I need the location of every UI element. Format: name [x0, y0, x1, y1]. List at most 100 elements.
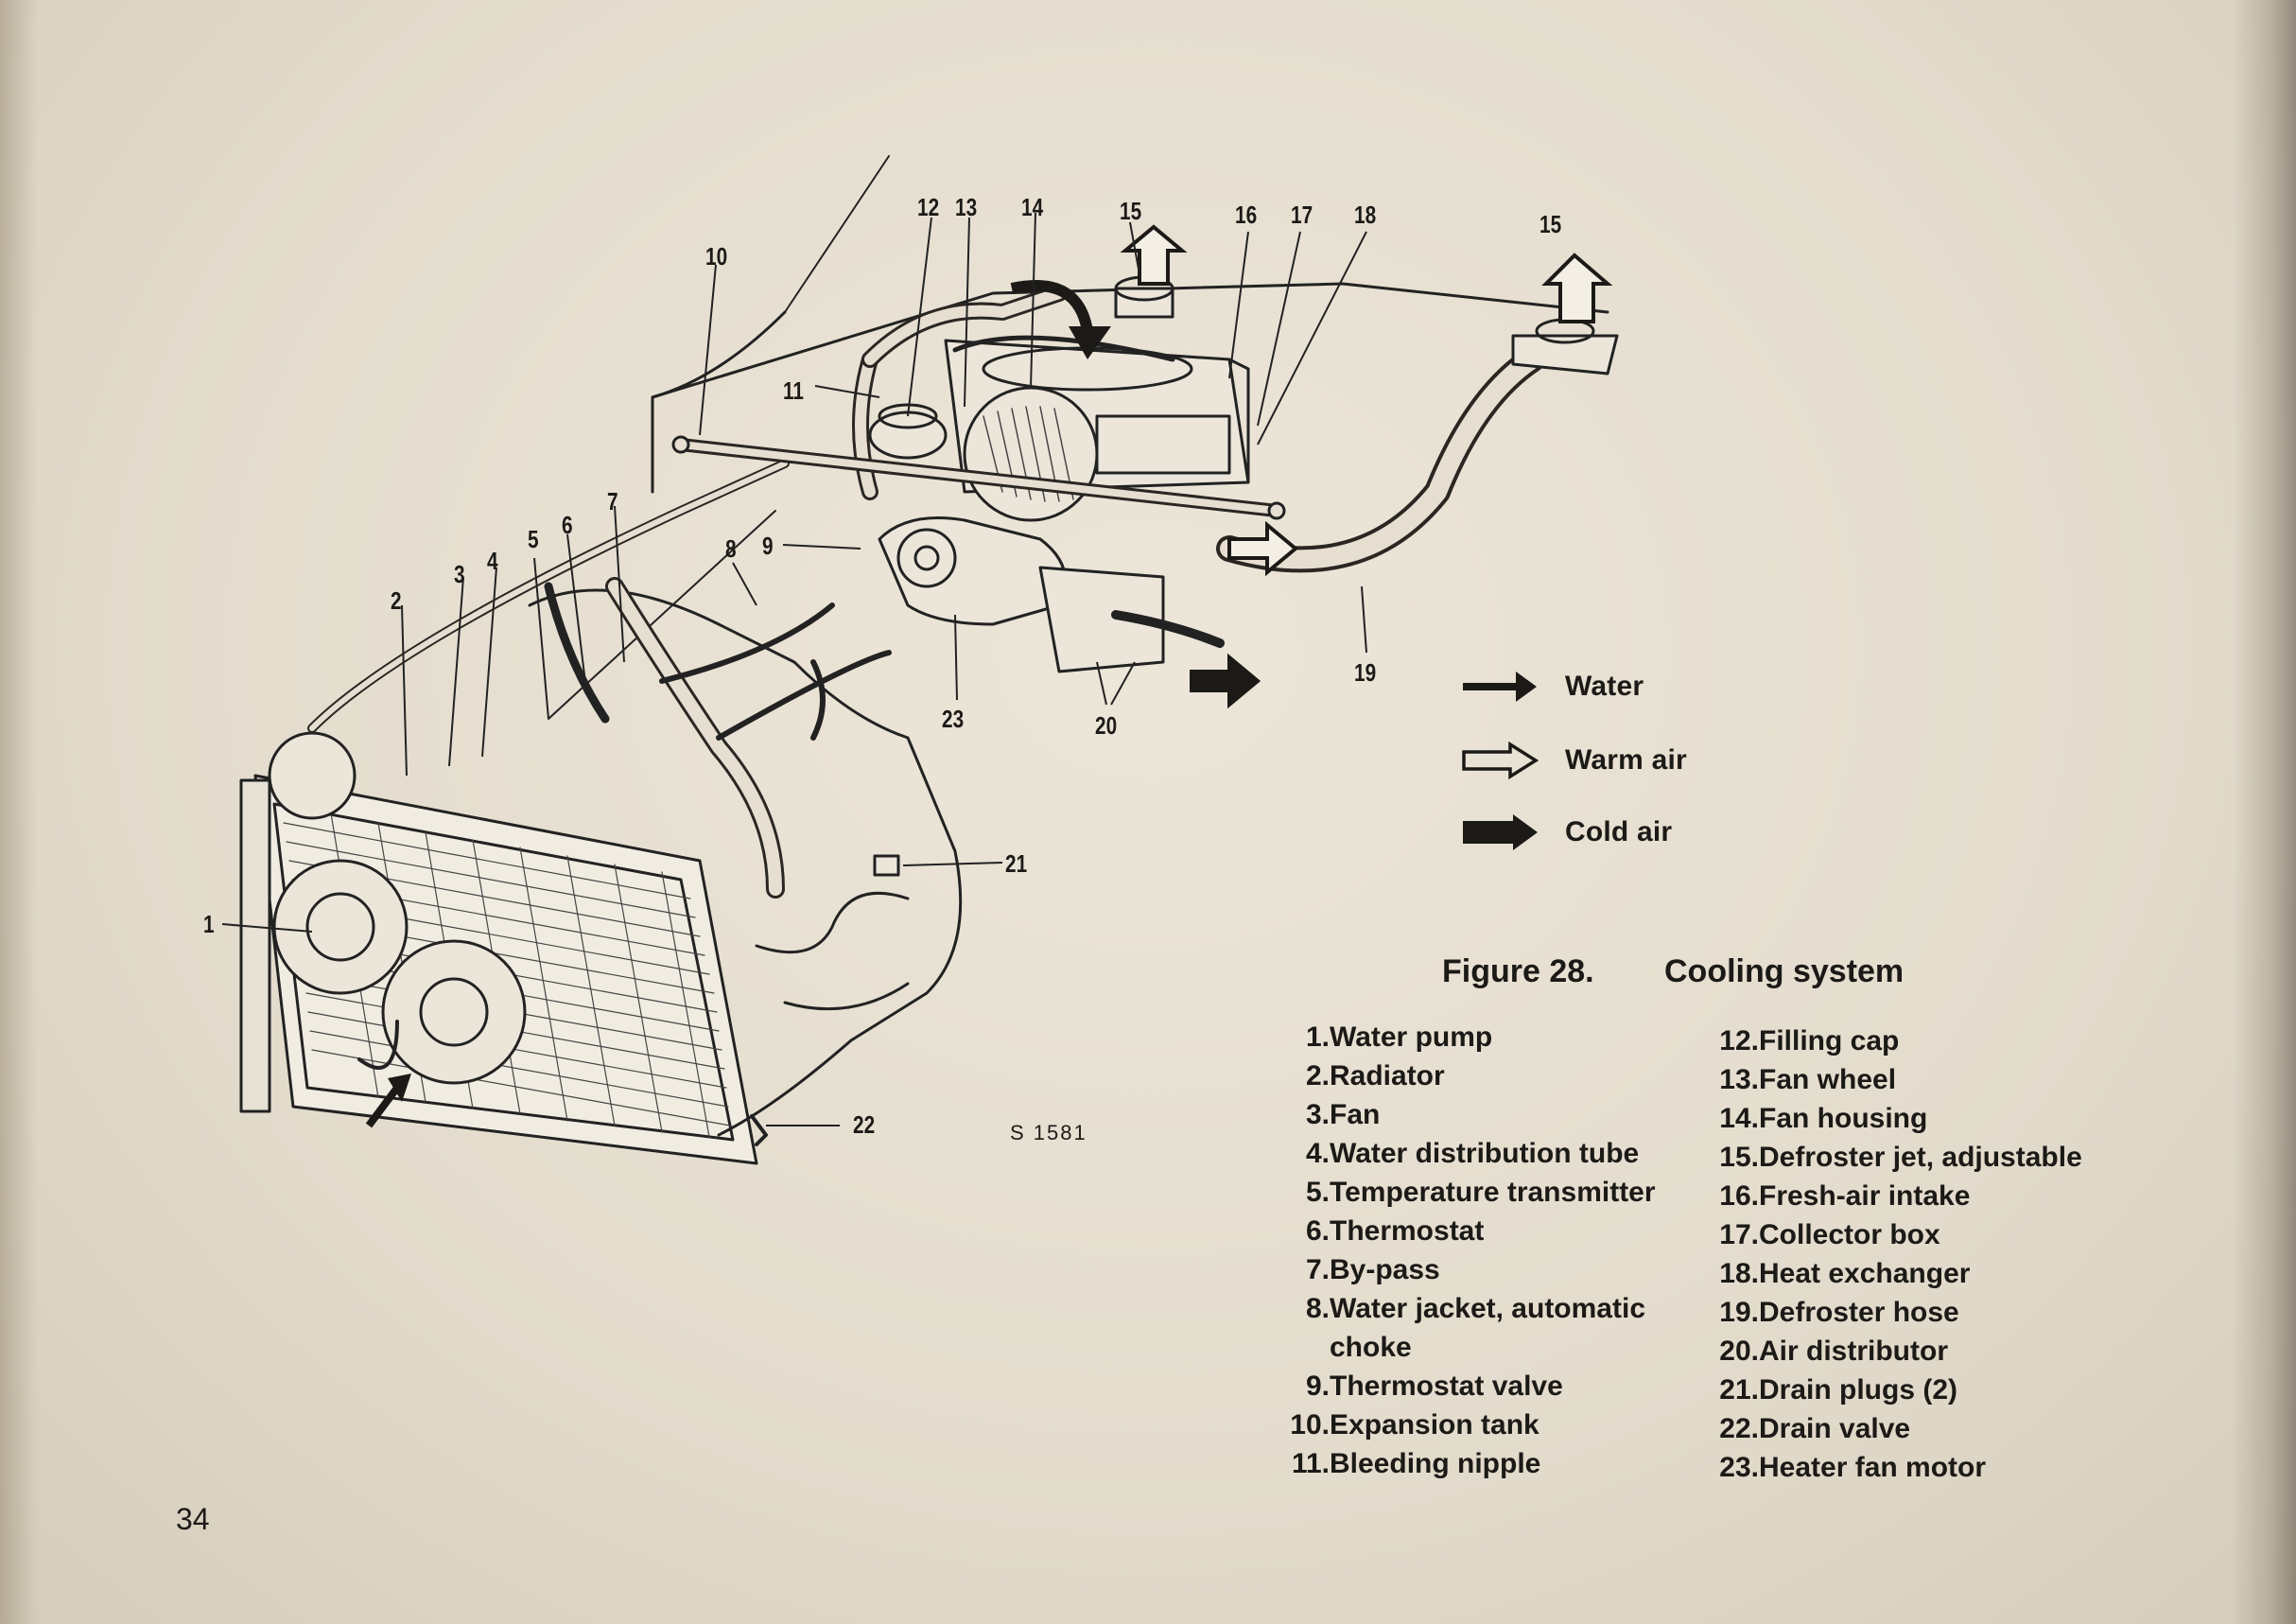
list-item: 19.Defroster hose [1696, 1293, 2082, 1332]
figure-number: Figure 28. [1442, 953, 1594, 989]
legend-cold-air: Cold air [1461, 813, 1672, 851]
part-label: Bleeding nipple [1330, 1448, 1541, 1479]
legend-water: Water [1461, 668, 1644, 706]
parts-list-right: 12.Filling cap 13.Fan wheel 14.Fan housi… [1696, 1022, 2082, 1487]
part-label: Collector box [1759, 1219, 1940, 1250]
part-number: 8. [1305, 1293, 1330, 1324]
part-label: Fan [1330, 1099, 1381, 1130]
part-number: 11. [1291, 1448, 1330, 1479]
list-item-continuation: choke [1267, 1328, 1656, 1367]
callout-4: 4 [487, 547, 498, 575]
part-number: 20. [1719, 1336, 1759, 1367]
part-number: 15. [1719, 1142, 1759, 1173]
page-edge-shadow [0, 0, 38, 1624]
part-label: Fresh-air intake [1759, 1180, 1971, 1212]
legend-label-water: Water [1565, 671, 1644, 702]
list-item: 21.Drain plugs (2) [1696, 1371, 2082, 1409]
part-label: Thermostat valve [1330, 1371, 1563, 1402]
legend-warm-air: Warm air [1461, 742, 1687, 779]
callout-15: 15 [1120, 197, 1142, 225]
part-number: 5. [1305, 1177, 1330, 1208]
list-item: 7.By-pass [1267, 1250, 1656, 1289]
callout-5: 5 [528, 525, 539, 553]
callout-20: 20 [1095, 711, 1118, 740]
part-label: Heat exchanger [1759, 1258, 1971, 1289]
callout-15-right: 15 [1539, 210, 1562, 238]
callout-18: 18 [1354, 201, 1377, 229]
part-label: Fan housing [1759, 1103, 1928, 1134]
list-item: 10.Expansion tank [1267, 1406, 1656, 1444]
part-number: 19. [1719, 1297, 1759, 1328]
part-number: 3. [1305, 1099, 1330, 1130]
part-label: Expansion tank [1330, 1409, 1539, 1441]
part-number: 2. [1305, 1060, 1330, 1091]
arrow-right-outline-icon [1462, 742, 1539, 779]
part-label: Water pump [1330, 1022, 1493, 1053]
list-item: 14.Fan housing [1696, 1099, 2082, 1138]
list-item: 18.Heat exchanger [1696, 1254, 2082, 1293]
part-number: 23. [1719, 1452, 1759, 1483]
callout-13: 13 [955, 193, 978, 221]
list-item: 13.Fan wheel [1696, 1060, 2082, 1099]
list-item: 4.Water distribution tube [1267, 1134, 1656, 1173]
part-label: Water distribution tube [1330, 1138, 1640, 1169]
part-label: Defroster jet, adjustable [1759, 1142, 2082, 1173]
list-item: 8.Water jacket, automatic [1267, 1289, 1656, 1328]
list-item: 16.Fresh-air intake [1696, 1177, 2082, 1215]
part-number: 9. [1305, 1371, 1330, 1402]
part-number: 22. [1719, 1413, 1759, 1444]
callout-10: 10 [705, 242, 728, 271]
part-label: Drain valve [1759, 1413, 1911, 1444]
page-gutter-shadow [2232, 0, 2296, 1624]
page-number: 34 [176, 1502, 210, 1536]
illustration-code: S 1581 [1010, 1121, 1087, 1144]
callout-16: 16 [1235, 201, 1258, 229]
part-label: Defroster hose [1759, 1297, 1959, 1328]
list-item: 17.Collector box [1696, 1215, 2082, 1254]
part-label: Heater fan motor [1759, 1452, 1987, 1483]
callout-3: 3 [454, 560, 465, 588]
list-item: 9.Thermostat valve [1267, 1367, 1656, 1406]
part-label: By-pass [1330, 1254, 1440, 1285]
callout-8: 8 [725, 534, 737, 563]
callout-14: 14 [1021, 193, 1044, 221]
part-number: 10. [1290, 1409, 1330, 1441]
legend-label-cold-air: Cold air [1565, 816, 1673, 847]
callout-9: 9 [762, 532, 774, 560]
part-number: 17. [1719, 1219, 1759, 1250]
part-label: Filling cap [1759, 1025, 1900, 1056]
list-item: 22.Drain valve [1696, 1409, 2082, 1448]
list-item: 1.Water pump [1267, 1018, 1656, 1056]
legend-label-warm-air: Warm air [1565, 744, 1687, 776]
list-item: 15.Defroster jet, adjustable [1696, 1138, 2082, 1177]
callout-2: 2 [391, 586, 402, 615]
parts-list-left: 1.Water pump 2.Radiator 3.Fan 4.Water di… [1267, 1018, 1656, 1483]
part-label: Air distributor [1759, 1336, 1948, 1367]
list-item: 11.Bleeding nipple [1267, 1444, 1656, 1483]
callout-11: 11 [783, 376, 804, 405]
callout-6: 6 [562, 511, 573, 539]
part-number: 7. [1305, 1254, 1330, 1285]
figure-title: Cooling system [1664, 953, 1905, 989]
part-label: Water jacket, automatic [1330, 1293, 1645, 1324]
list-item: 5.Temperature transmitter [1267, 1173, 1656, 1212]
part-number: 14. [1719, 1103, 1759, 1134]
arrow-right-bold-icon [1463, 814, 1538, 850]
part-label: Thermostat [1330, 1215, 1485, 1247]
part-number: 12. [1719, 1025, 1759, 1056]
callout-21: 21 [1005, 849, 1028, 878]
list-item: 2.Radiator [1267, 1056, 1656, 1095]
part-number: 1. [1305, 1022, 1330, 1053]
callout-19: 19 [1354, 658, 1377, 687]
callout-23: 23 [942, 705, 965, 733]
part-number: 18. [1719, 1258, 1759, 1289]
part-number: 13. [1719, 1064, 1759, 1095]
part-label: Drain plugs (2) [1759, 1374, 1958, 1406]
part-number: 16. [1719, 1180, 1759, 1212]
list-item: 20.Air distributor [1696, 1332, 2082, 1371]
part-number: 6. [1305, 1215, 1330, 1247]
callout-22: 22 [853, 1110, 876, 1139]
list-item: 6.Thermostat [1267, 1212, 1656, 1250]
part-label-continuation: choke [1330, 1332, 1412, 1363]
